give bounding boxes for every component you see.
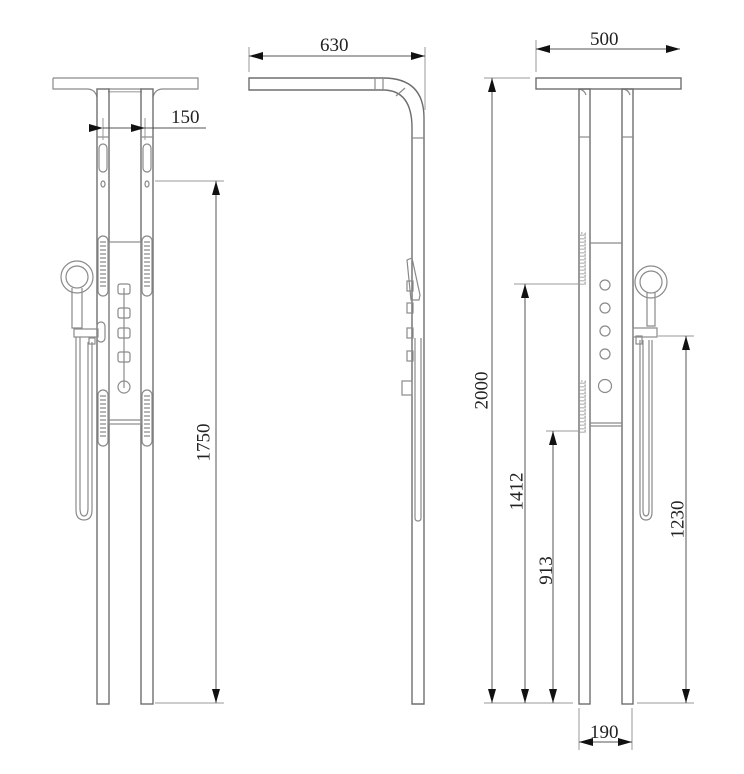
jet-upper-left: [97, 235, 109, 297]
label-913: 913: [535, 556, 557, 585]
label-500: 500: [590, 29, 619, 50]
rear-outlets: [597, 279, 613, 394]
rear-right-tube: [621, 88, 634, 705]
rear-left-tube: [578, 88, 591, 705]
dimension-1412: [514, 283, 578, 703]
jet-lower-right: [141, 389, 153, 447]
jet-lower-left: [97, 389, 109, 447]
side-arm: [248, 77, 425, 705]
dimension-150: [89, 118, 206, 140]
control-knobs: [117, 283, 131, 394]
hand-shower: [60, 260, 106, 521]
dimension-1230: [658, 335, 694, 703]
dimension-500: [535, 40, 680, 72]
label-1412: 1412: [506, 472, 528, 511]
front-view: [52, 77, 224, 705]
label-630: 630: [320, 35, 349, 56]
rear-jets: [580, 232, 586, 434]
label-1750: 1750: [193, 423, 215, 462]
label-190: 190: [590, 722, 619, 743]
label-2000: 2000: [471, 371, 493, 410]
dimension-2000: [484, 77, 530, 703]
dimension-190: [578, 708, 633, 750]
jet-upper-right: [141, 235, 153, 297]
dimension-630: [248, 47, 426, 110]
slot-right: [142, 143, 152, 173]
rear-top-bar: [535, 77, 682, 90]
dimension-913: [546, 430, 578, 703]
slot-left: [98, 143, 108, 173]
side-hand-shower: [406, 257, 421, 301]
label-150: 150: [171, 107, 200, 128]
dimension-1750: [155, 180, 224, 704]
rear-view: [484, 40, 694, 750]
label-1230: 1230: [667, 500, 689, 539]
rear-hand-shower: [632, 265, 668, 521]
side-view: [248, 47, 426, 705]
